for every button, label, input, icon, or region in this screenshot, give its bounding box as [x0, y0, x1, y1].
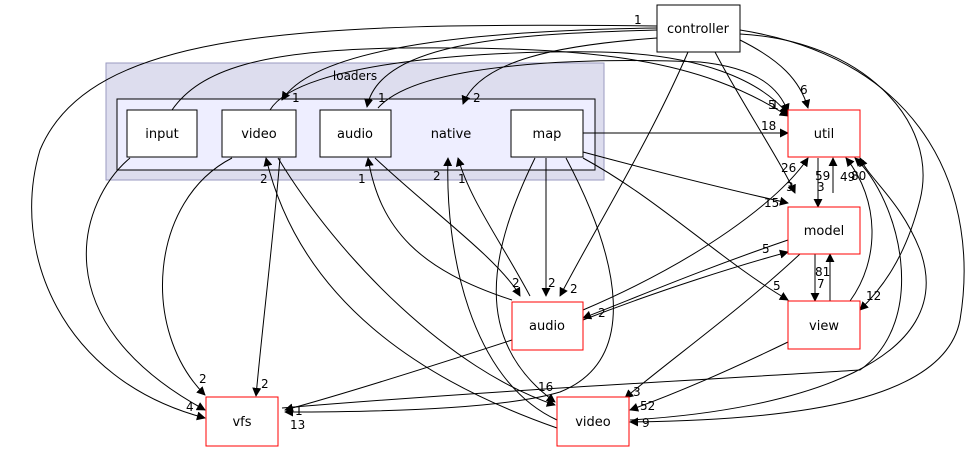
edges: [31, 24, 965, 429]
cluster-loaders-label: loaders: [333, 69, 377, 83]
edge-map-model: [582, 151, 789, 206]
edge-video_l-vfs1: [162, 157, 233, 396]
edge-view-util: [845, 157, 873, 302]
edge-label: 2: [199, 372, 207, 386]
edge-video_b-util: [629, 157, 927, 421]
edge-view-video_b: [629, 341, 789, 412]
node-view-label: view: [809, 319, 839, 334]
edge-label: 2: [473, 91, 481, 105]
edge-input-util: [171, 47, 789, 117]
node-video-box[interactable]: [556, 396, 630, 447]
edge-label: 2: [512, 276, 520, 290]
node-audio-loaders-label: audio: [337, 127, 373, 142]
edge-label: 26: [781, 161, 796, 175]
edge-audio_b-model: [582, 249, 789, 321]
node-video-loaders-label: video: [241, 127, 277, 142]
edge-audio_b-native: [455, 157, 531, 297]
edge-label: 3: [817, 180, 825, 194]
edge-video_b-native: [443, 157, 558, 421]
edge-label: 3: [633, 385, 641, 399]
edge-label: 2: [433, 169, 441, 183]
edge-label: 7: [817, 277, 825, 291]
edge-label: 2: [261, 377, 269, 391]
edge-label: 1: [358, 172, 366, 186]
edge-label: 3: [786, 180, 794, 194]
node-video-loaders-box[interactable]: [221, 109, 297, 158]
edge-label: 4: [186, 400, 194, 414]
edge-label: 1: [378, 91, 386, 105]
edge-label: 13: [290, 418, 305, 432]
edge-label: 1: [292, 91, 300, 105]
edge-model-audio_b: [582, 239, 789, 320]
node-vfs-box[interactable]: [205, 396, 279, 447]
external-nodes: controller util model view audio vfs vid…: [205, 4, 861, 447]
edge-controller-util: [739, 39, 811, 109]
edge-map-video_b: [495, 157, 556, 403]
edge-input-vfs: [85, 157, 206, 411]
edge-controller-view: [739, 33, 924, 311]
node-video-label: video: [575, 415, 611, 430]
edge-audio_b-util: [582, 157, 809, 311]
edge-controller-video_b: [629, 29, 965, 427]
edge-controller-audio_b: [559, 51, 689, 297]
edge-label: 15: [764, 196, 779, 210]
edge-audio_l-audio_b: [374, 157, 521, 297]
edge-label: 81: [815, 265, 830, 279]
node-controller-label: controller: [667, 22, 730, 37]
edge-label: 2: [598, 306, 606, 320]
edge-label: 5: [762, 242, 770, 256]
edge-video_b-video_l: [263, 157, 558, 429]
node-view-box[interactable]: [787, 300, 861, 350]
edge-label: 2: [548, 276, 556, 290]
edge-audio_b-audio_l: [364, 157, 513, 301]
node-map-box[interactable]: [510, 109, 584, 158]
node-vfs-label: vfs: [232, 415, 251, 430]
node-model-label: model: [804, 224, 844, 239]
edge-vfs-util: [281, 157, 903, 409]
edge-controller-video_l: [281, 27, 658, 101]
edge-controller-vfs: [31, 24, 658, 421]
edge-label: 6: [800, 83, 808, 97]
edge-video_l-util: [269, 51, 789, 115]
edge-map-view: [582, 157, 789, 301]
edge-label: 59: [815, 169, 830, 183]
edge-controller-native: [461, 37, 658, 105]
node-controller-box[interactable]: [656, 4, 741, 53]
edge-video_l-vfs2: [252, 157, 281, 397]
edge-label: 2: [570, 282, 578, 296]
edge-label: 1: [634, 13, 642, 27]
node-native-label[interactable]: native: [431, 127, 472, 142]
edge-label: 52: [640, 399, 655, 413]
cluster-nodes: input video audio native map: [126, 109, 584, 158]
node-util-box[interactable]: [787, 109, 861, 158]
edge-audio_b-vfs: [284, 339, 513, 413]
node-audio-box[interactable]: [511, 301, 584, 351]
node-util-label: util: [814, 127, 835, 142]
edge-label: 2: [260, 172, 268, 186]
edge-label: 5: [773, 279, 781, 293]
edge-controller-audio_l: [364, 29, 658, 108]
edge-label: 9: [642, 416, 650, 430]
edge-controller-model: [714, 51, 796, 194]
edge-label: 16: [538, 380, 553, 394]
edge-map-vfs: [284, 157, 614, 417]
node-input-label: input: [145, 127, 178, 142]
node-audio-label: audio: [529, 319, 565, 334]
node-map-label: map: [533, 127, 562, 142]
edge-label: 1: [458, 172, 466, 186]
edge-labels: 1 1 1 2 5 1 6 18 26 59 3 3 49 80 15 5 81…: [186, 13, 881, 432]
node-input-box[interactable]: [126, 109, 198, 158]
edge-label: 12: [866, 289, 881, 303]
edge-audio_l-util: [377, 60, 790, 113]
node-audio-loaders-box[interactable]: [319, 109, 392, 158]
node-model-box[interactable]: [787, 206, 861, 255]
edge-label: 5: [768, 98, 776, 112]
edge-label: 1: [771, 98, 779, 112]
edge-label: 18: [761, 119, 776, 133]
edge-label: 80: [851, 169, 866, 183]
edge-label: 1: [295, 404, 303, 418]
edge-label: 49: [840, 170, 855, 184]
